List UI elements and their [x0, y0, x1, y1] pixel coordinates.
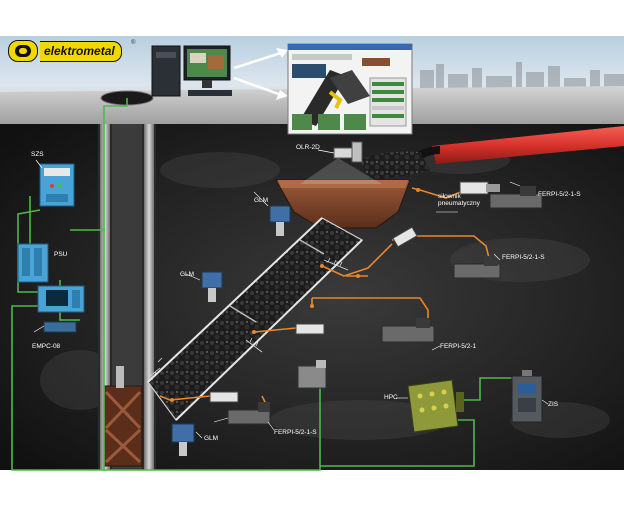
label-ferpi-3: FERPI-5/2-1	[440, 343, 477, 350]
label-zis: ZIS	[548, 401, 559, 408]
hpc-controller	[407, 379, 464, 433]
brand-emblem-icon	[8, 40, 38, 62]
label-ferpi-4: FERPI-5/2-1-S	[274, 429, 317, 436]
label-hpc: HPC	[384, 394, 398, 401]
label-glm-3: GLM	[204, 435, 219, 442]
label-psu: PSU	[54, 251, 68, 258]
ferpi-valve-2	[453, 256, 501, 279]
label-olr-2d: OLR-2D	[296, 144, 320, 151]
empc-08-device	[37, 285, 85, 333]
label-ferpi-2: FERPI-5/2-1-S	[502, 254, 545, 261]
shaft-skip	[103, 366, 143, 467]
belt-conveyor	[432, 126, 624, 164]
brand-logo: elektrometal	[8, 38, 122, 64]
label-empc-08: EMPC-08	[32, 343, 61, 350]
cylinder-c	[209, 391, 239, 403]
cylinder-b	[295, 323, 325, 335]
glm-sensor-3	[171, 423, 195, 456]
label-silownik-line1: siłownik	[438, 193, 461, 200]
registered-mark: ®	[131, 40, 136, 46]
cylinder-a	[392, 226, 418, 248]
gate-mechanism	[297, 360, 327, 389]
szs-device	[39, 163, 75, 207]
workstation	[151, 45, 232, 97]
brand-name: elektrometal	[40, 40, 122, 62]
psu-device	[17, 243, 49, 283]
label-silownik-line2: pneumatyczny	[438, 200, 480, 207]
label-glm-2: GLM	[180, 271, 195, 278]
ferpi-valve-1	[489, 186, 543, 209]
label-ferpi-1: FERPI-5/2-1-S	[538, 191, 581, 198]
label-glm-1: GLM	[254, 197, 269, 204]
hopper	[275, 179, 411, 229]
ferpi-valve-4	[227, 402, 271, 425]
ferpi-valve-3	[381, 318, 435, 343]
hmi-screen	[287, 43, 413, 135]
glm-sensor-2	[201, 271, 223, 302]
zis-device	[511, 370, 543, 423]
glm-sensor-1	[269, 205, 291, 236]
pneumatic-actuator	[459, 181, 500, 195]
label-szs: SZS	[31, 151, 44, 158]
